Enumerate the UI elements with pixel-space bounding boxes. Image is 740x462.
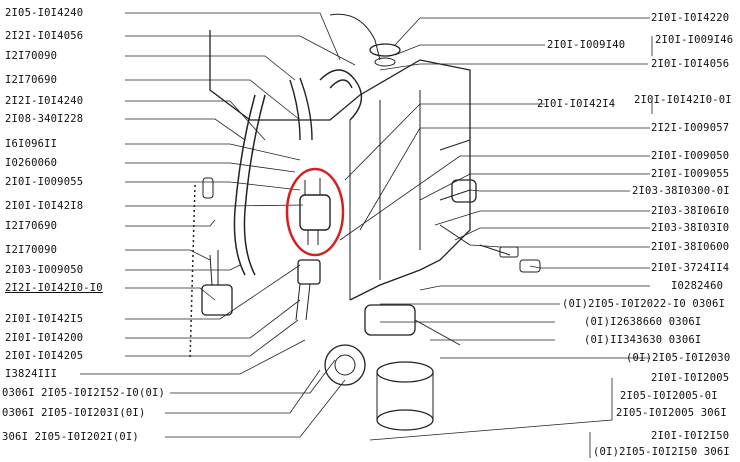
label-left: 2I05-I0I4240	[5, 7, 84, 19]
label-left: I6I096II	[5, 138, 58, 150]
label-right: 2I03-38I06I0	[651, 205, 730, 217]
label-left: I2I70690	[5, 220, 58, 232]
label-left: I2I70090	[5, 50, 58, 62]
engine-block-outline	[209, 30, 471, 301]
label-left: 2I08-340I228	[5, 113, 84, 125]
label-left: I2I70090	[5, 244, 58, 256]
label-right: (0I)2I05-I0I2030	[626, 352, 731, 364]
label-right: 2I05-I0I2005 306I	[616, 407, 727, 419]
label-left: 2I0I-I0I4200	[5, 332, 84, 344]
dipstick	[189, 184, 196, 361]
label-right: 2I05-I0I2005-0I	[620, 390, 718, 402]
label-right: 2I0I-I009I46	[655, 34, 734, 46]
label-right: 2I0I-I009050	[651, 150, 730, 162]
label-right: 2I0I-38I0600	[651, 241, 730, 253]
label-right: 2I0I-I009055	[651, 168, 730, 180]
label-left: I0260060	[5, 157, 58, 169]
label-right: (0I)II343630 0306I	[584, 334, 702, 346]
label-right: 2I0I-I0I42I4	[537, 98, 616, 110]
label-right: (0I)2I05-I0I2022-I0 0306I	[562, 298, 726, 310]
sensor-housing	[451, 179, 477, 203]
label-left: 0306I 2I05-I0I203I(0I)	[2, 407, 146, 419]
label-right: 2I03-38I0300-0I	[632, 185, 730, 197]
label-left: 2I03-I009050	[5, 264, 84, 276]
hose-mid	[289, 77, 313, 141]
label-right: 2I0I-3724II4	[651, 262, 730, 274]
label-left: 2I0I-I0I42I8	[5, 200, 84, 212]
label-left: 2I2I-I0I42I0-I0	[5, 282, 103, 294]
label-right: (0I)2I05-I0I2I50 306I	[593, 446, 730, 458]
label-left: 0306I 2I05-I0I2I52-I0(0I)	[2, 387, 166, 399]
label-left: I2I70690	[5, 74, 58, 86]
engine-block-top	[329, 13, 381, 61]
label-right: 2I03-38I03I0	[651, 222, 730, 234]
label-left: 2I2I-I0I4056	[5, 30, 84, 42]
label-left: 2I0I-I009055	[5, 176, 84, 188]
label-right: (0I)I2638660 0306I	[584, 316, 702, 328]
oil-cap	[369, 43, 401, 57]
breather-valve	[299, 194, 331, 231]
label-left: 2I0I-I0I42I5	[5, 313, 84, 325]
label-right: 2I0I-I0I2I50	[651, 430, 730, 442]
label-right: 2I0I-I009I40	[547, 39, 626, 51]
label-left: 2I2I-I0I4240	[5, 95, 84, 107]
oil-filter-top	[376, 361, 434, 383]
label-right: 2I0I-I0I4056	[651, 58, 730, 70]
label-left: 2I0I-I0I4205	[5, 350, 84, 362]
label-right: 2I0I-I0I4220	[651, 12, 730, 24]
fuel-pump-left	[201, 284, 233, 316]
label-right: 2I0I-I0I42I0-0I	[634, 94, 732, 106]
label-right: I0282460	[671, 280, 724, 292]
filter-housing	[364, 304, 416, 336]
pulley	[324, 344, 366, 386]
hose-right	[319, 69, 363, 121]
label-right: 2I0I-I0I2005	[651, 372, 730, 384]
oil-separator	[297, 259, 321, 285]
label-left: I3824III	[5, 368, 58, 380]
label-left: 306I 2I05-I0I202I(0I)	[2, 431, 139, 443]
highlight-circle	[285, 167, 345, 257]
label-right: 2I2I-I009057	[651, 122, 730, 134]
hose-left	[233, 94, 266, 276]
